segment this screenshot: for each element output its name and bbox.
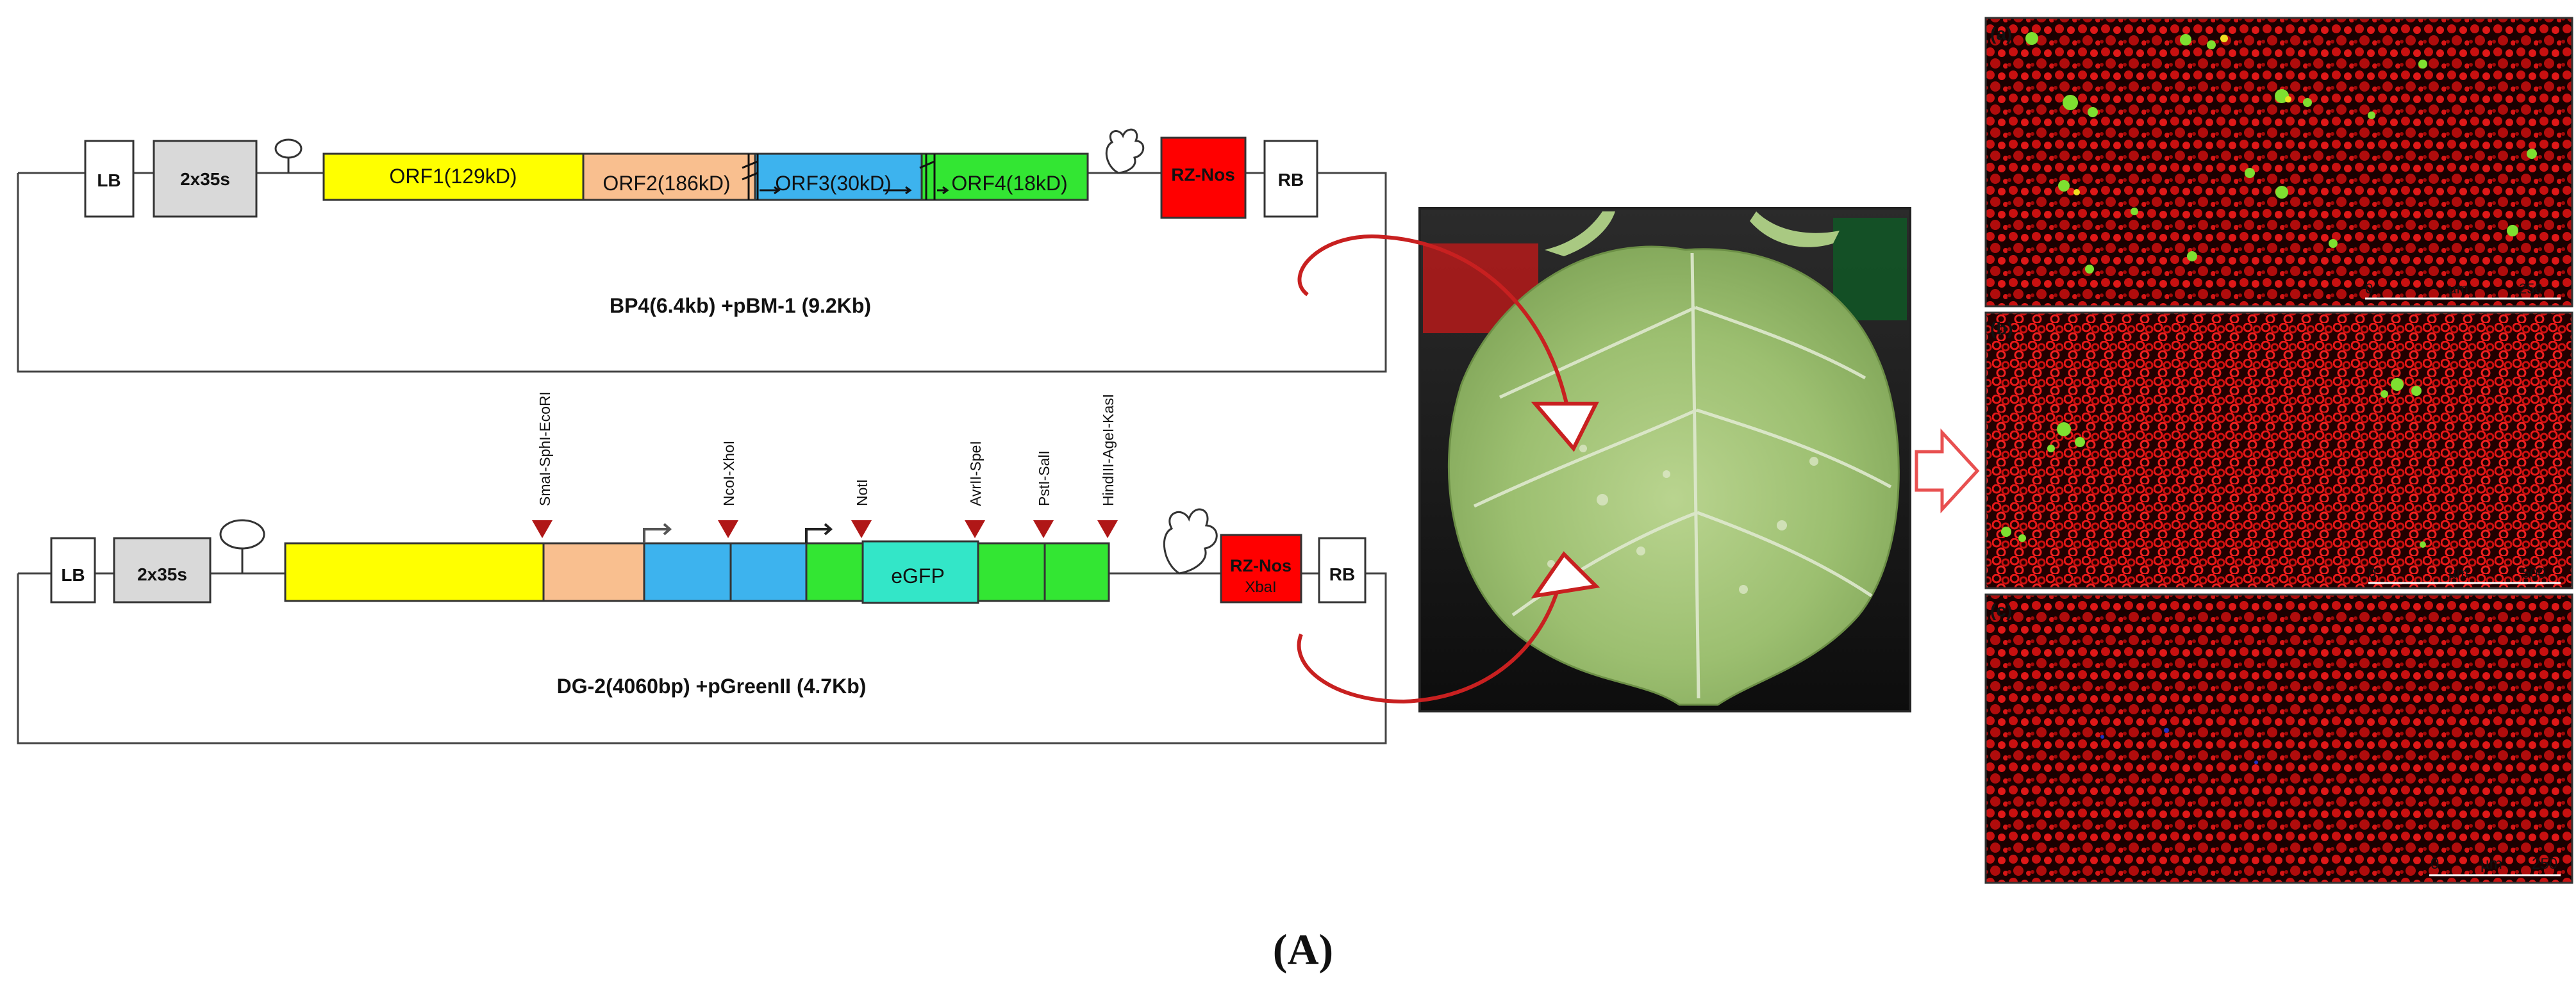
micrograph-a-scale-max: 250 xyxy=(2519,281,2543,297)
micrograph-b: (b) 0 µm 500 xyxy=(1984,311,2573,589)
block-arrow-right xyxy=(1915,428,1980,514)
hairpin-icon-2 xyxy=(219,519,265,573)
orf4-box xyxy=(920,152,1089,201)
orf1-box-2 xyxy=(284,542,545,602)
orf4-label: ORF4(18kD) xyxy=(951,172,1067,195)
site-label-ncoi: NcoI-XhoI xyxy=(720,441,737,506)
rb-label-1: RB xyxy=(1278,170,1304,190)
orf3-box xyxy=(754,152,923,201)
micrograph-c-scale-unit: µm xyxy=(2480,855,2502,873)
micrograph-a-label: (a) xyxy=(1990,24,2012,44)
terminator-label-2: RZ-Nos xyxy=(1230,556,1292,575)
stemloop-icon-1 xyxy=(1105,128,1145,174)
restriction-site-markers xyxy=(532,520,1118,538)
orf4-box-2c xyxy=(1043,542,1110,602)
orf2-box xyxy=(582,152,756,201)
orf4-box-2b xyxy=(977,542,1046,602)
micrograph-b-label: (b) xyxy=(1990,318,2013,338)
promoter-label-1: 2x35s xyxy=(180,169,230,189)
leaf-photo xyxy=(1418,207,1911,712)
site-label-smai: SmaI-SphI-EcoRI xyxy=(536,391,553,506)
micrograph-c-scale-min: 0 xyxy=(2431,855,2439,873)
rb-label-2: RB xyxy=(1329,564,1355,584)
terminator-box-1 xyxy=(1160,136,1247,219)
site-label-avrii: AvrII-SpeI xyxy=(967,441,984,506)
micrograph-b-scale-max: 500 xyxy=(2522,565,2546,581)
transfer-arrows xyxy=(1297,234,1980,704)
terminator-site-label-2: XbaI xyxy=(1245,579,1276,596)
subgenomic-promoter-marks-1 xyxy=(742,154,949,200)
construct-2: LB 2x35s eGFP SmaI-SphI-EcoRI Nco xyxy=(17,391,1387,744)
micrograph-b-scale-unit: µm xyxy=(2448,565,2468,581)
orf1-box xyxy=(322,152,585,201)
curved-arrow-lower-head xyxy=(1531,551,1600,599)
micrograph-a: (a) 0 µm 250 xyxy=(1984,17,2573,308)
hairpin-icon-1 xyxy=(274,138,303,173)
promoter-label-2: 2x35s xyxy=(137,564,187,584)
egfp-label: eGFP xyxy=(891,564,945,587)
micrograph-c-scale-max: 250 xyxy=(2532,855,2557,873)
plasmid-backbone-2 xyxy=(17,572,1387,744)
terminator-box-2 xyxy=(1220,534,1302,604)
subgenomic-promoter-arrows-2 xyxy=(643,523,833,543)
terminator-label-1: RZ-Nos xyxy=(1171,165,1235,185)
rb-box-1 xyxy=(1263,140,1318,218)
lb-box-2 xyxy=(50,537,96,604)
lb-box-1 xyxy=(84,140,135,218)
rb-box-2 xyxy=(1318,537,1367,604)
lb-label-2: LB xyxy=(61,565,85,585)
orf3-label: ORF3(30kD) xyxy=(775,172,891,195)
orf1-label: ORF1(129kD) xyxy=(389,165,517,188)
promoter-box-1 xyxy=(153,140,258,218)
orf4-box-2a xyxy=(805,542,864,602)
egfp-box xyxy=(861,540,979,604)
construct-caption-1: BP4(6.4kb) +pBM-1 (9.2Kb) xyxy=(610,294,871,317)
orf3-box-2b xyxy=(729,542,808,602)
construct-caption-2: DG-2(4060bp) +pGreenII (4.7Kb) xyxy=(557,675,867,698)
plasmid-backbone-1 xyxy=(17,172,1387,373)
curved-arrow-upper xyxy=(1297,234,1572,423)
micrograph-b-scale-min: 0 xyxy=(2368,565,2376,581)
micrograph-c: (c) 0 µm 250 xyxy=(1984,593,2573,884)
orf3-box-2a xyxy=(643,542,732,602)
micrograph-a-scale-min: 0 xyxy=(2365,281,2373,297)
panel-label: (A) xyxy=(1273,925,1333,974)
micrograph-a-scale-unit: µm xyxy=(2448,281,2468,297)
construct-1: LB 2x35s ORF1(129kD) ORF2(186kD) ORF3(30… xyxy=(17,128,1387,373)
site-label-noti: NotI xyxy=(854,479,870,506)
site-label-hindiii: HindIII-AgeI-KasI xyxy=(1100,394,1117,506)
site-label-psti: PstI-SalI xyxy=(1036,450,1052,506)
orf2-label: ORF2(186kD) xyxy=(602,172,730,195)
lb-label-1: LB xyxy=(97,170,120,190)
micrograph-c-label: (c) xyxy=(1990,600,2012,620)
orf2-box-2 xyxy=(542,542,645,602)
curved-arrow-lower xyxy=(1297,563,1566,704)
curved-arrow-upper-head xyxy=(1531,402,1599,452)
stemloop-icon-2 xyxy=(1163,508,1218,575)
promoter-box-2 xyxy=(113,537,212,604)
